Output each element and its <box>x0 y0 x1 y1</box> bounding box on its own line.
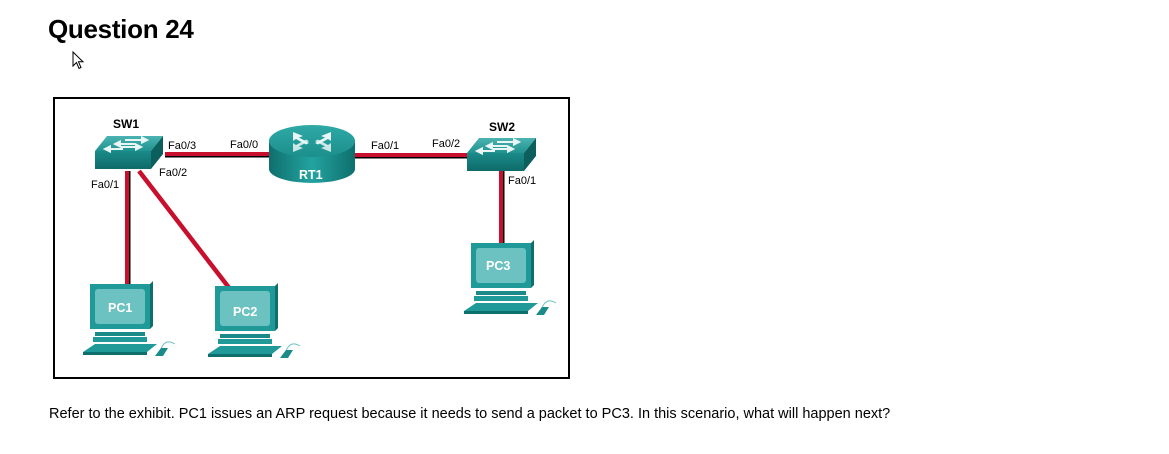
mouse-pointer-icon <box>72 51 85 70</box>
sw1-fa03-label: Fa0/3 <box>168 140 196 152</box>
pc-screen <box>95 289 145 324</box>
switch-arrows-icon <box>474 137 522 156</box>
switch-sw1[interactable]: SW1 <box>95 117 163 169</box>
pc-screen <box>476 248 526 283</box>
router-arrows-icon <box>293 132 331 152</box>
pc3-label: PC3 <box>486 259 510 273</box>
sw2-fa02-label: Fa0/2 <box>432 138 460 150</box>
rt1-label: RT1 <box>299 168 323 182</box>
switch-arrows-icon <box>102 135 150 154</box>
link-sw1-pc2 <box>137 169 232 291</box>
pc2-label: PC2 <box>233 305 257 319</box>
pc1-label: PC1 <box>108 301 132 315</box>
pc-screen <box>220 291 270 326</box>
question-title: Question 24 <box>48 14 194 44</box>
pc-pc3[interactable]: PC3 <box>464 240 557 315</box>
router-rt1[interactable]: RT1 <box>269 125 355 183</box>
pc-pc2[interactable]: PC2 <box>208 283 301 358</box>
sw1-fa01-label: Fa0/1 <box>91 179 119 191</box>
links <box>125 152 505 291</box>
sw2-label: SW2 <box>489 120 515 134</box>
sw1-label: SW1 <box>113 117 139 131</box>
question-text: Refer to the exhibit. PC1 issues an ARP … <box>49 406 891 422</box>
sw1-fa02-label: Fa0/2 <box>159 167 187 179</box>
sw2-fa01-label: Fa0/1 <box>508 175 536 187</box>
rt1-fa00-label: Fa0/0 <box>230 139 258 151</box>
network-exhibit: SW1 RT1 SW2 <box>53 97 570 379</box>
switch-sw2[interactable]: SW2 <box>467 120 536 171</box>
topology-diagram: SW1 RT1 SW2 <box>83 117 557 358</box>
rt1-fa01-label: Fa0/1 <box>371 140 399 152</box>
pc-pc1[interactable]: PC1 <box>83 281 176 356</box>
